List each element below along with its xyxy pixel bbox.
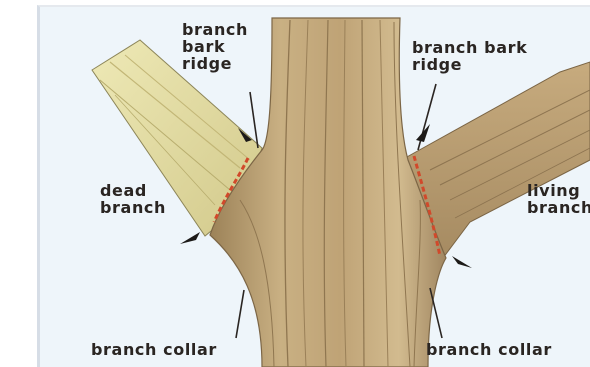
branch-collar-left-label: branch collar xyxy=(91,341,217,358)
label-line: branch xyxy=(182,21,248,38)
living-branch-label: living branch xyxy=(527,182,590,216)
label-line: branch bark xyxy=(412,39,527,56)
label-line: bark xyxy=(182,38,248,55)
label-line: ridge xyxy=(412,56,527,73)
label-line: dead xyxy=(100,182,166,199)
label-line: branch xyxy=(100,199,166,216)
label-line: ridge xyxy=(182,55,248,72)
branch-bark-ridge-left-label: branch bark ridge xyxy=(182,21,248,72)
branch-collar-right-label: branch collar xyxy=(426,341,552,358)
label-line: living xyxy=(527,182,590,199)
branch-bark-ridge-right-label: branch bark ridge xyxy=(412,39,527,73)
label-line: branch xyxy=(527,199,590,216)
dead-branch-label: dead branch xyxy=(100,182,166,216)
